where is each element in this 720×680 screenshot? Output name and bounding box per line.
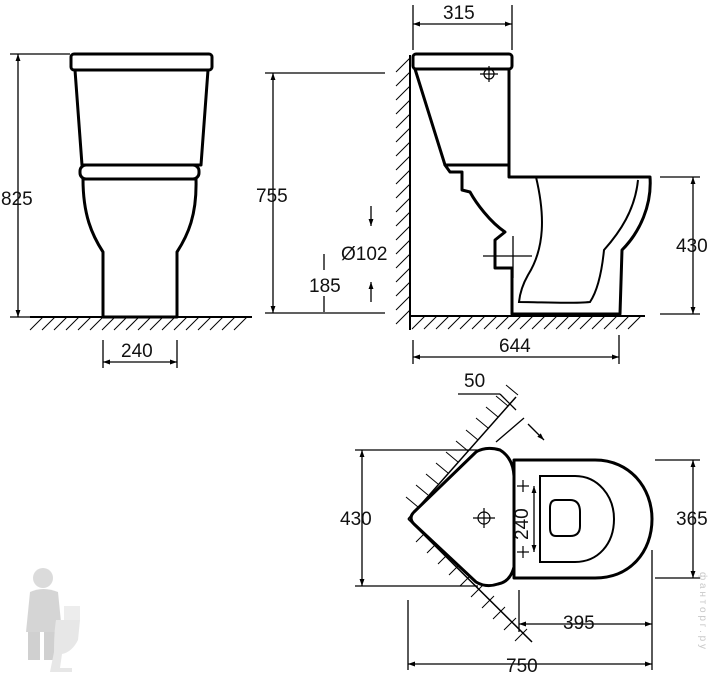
front-bowl [81,177,198,319]
top-bowl [512,458,654,580]
top-fixing-bolt-icon [517,480,529,558]
top-view: 240 50 430 365 395 750 [340,371,708,677]
top-seat-opening [539,475,616,563]
front-seat [78,163,201,181]
side-seat-height-label: 430 [676,236,708,257]
front-cistern-body [73,68,210,167]
side-cistern-body [413,67,511,167]
front-view: 825 240 [1,52,252,368]
top-cistern [409,446,516,588]
side-cistern-depth-label: 315 [443,3,475,24]
side-view: 315 755 Ø102 185 430 644 [256,3,708,364]
front-height-label: 825 [1,189,33,210]
flush-button-icon [480,66,498,82]
top-total-length-label: 750 [506,656,538,677]
top-wall-offset-label: 50 [464,371,485,392]
side-outlet-height-label: 185 [309,276,341,297]
plumber-mascot-icon [26,568,80,672]
top-wall-span-label: 430 [340,509,372,530]
side-wall-hatch [395,57,411,325]
side-cistern-lid [411,52,514,71]
side-bowl-body [443,163,652,316]
side-floor-hatch [411,315,642,330]
watermark-text: ф а н т о р г . р у [697,572,709,649]
top-hinge-cap [549,499,581,537]
top-bowl-width-label: 365 [676,509,708,530]
top-flush-button-icon [473,508,495,528]
front-cistern-lid [69,52,214,72]
top-bowl-length-label: 395 [563,613,595,634]
front-floor-hatch [29,316,248,331]
top-fixing-span-label: 240 [512,508,533,540]
side-bowl-interior [517,176,639,304]
front-outlet-width-label: 240 [121,341,153,362]
side-outlet-diameter-label: Ø102 [341,244,387,265]
side-total-depth-label: 644 [499,336,531,357]
top-wall-hatch [405,384,528,642]
side-cistern-height-label: 755 [256,186,288,207]
